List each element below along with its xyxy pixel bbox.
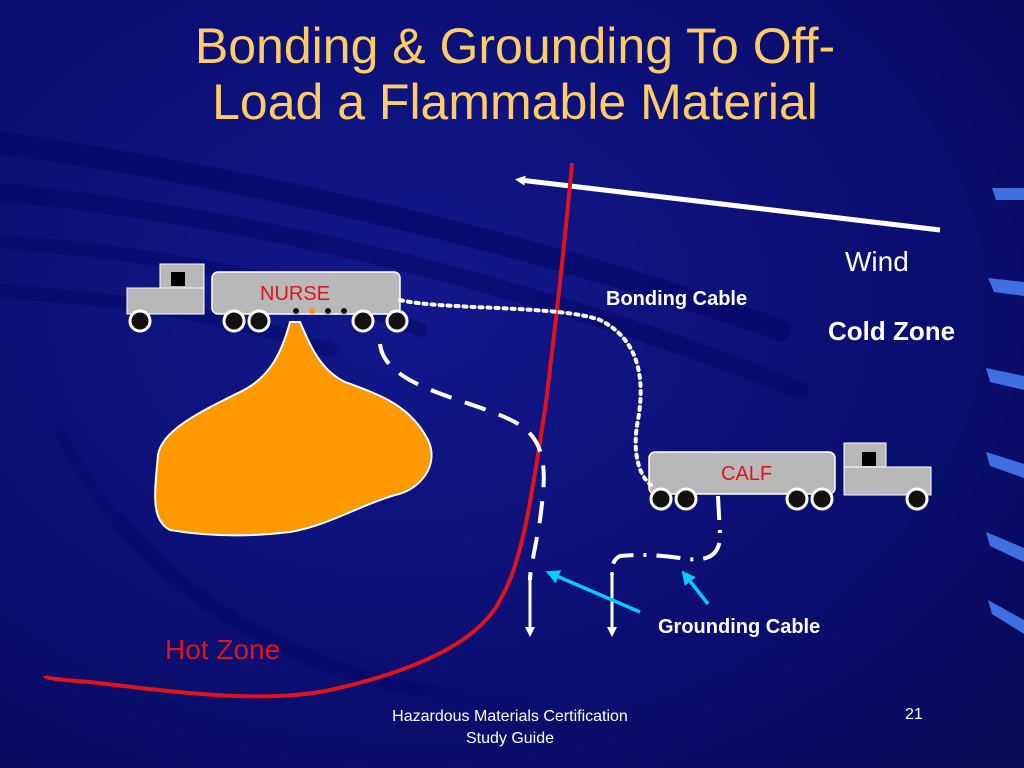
nurse-valve-dot <box>325 308 331 314</box>
nurse-wheel <box>385 309 409 333</box>
spill-puddle <box>154 321 433 537</box>
calf-tank <box>648 451 836 495</box>
bonding-cable <box>398 298 653 487</box>
calf-wheel <box>649 487 673 511</box>
nurse-wheel <box>222 309 246 333</box>
nurse-valve-dot <box>293 308 299 314</box>
grounding-pointer-arrow <box>545 570 641 614</box>
calf-label: CALF <box>721 463 773 485</box>
bonding-cable-label: Bonding Cable <box>606 288 748 310</box>
nurse-wheel <box>247 309 271 333</box>
footer-line-1: Hazardous Materials Certification <box>392 708 628 725</box>
calf-wheel <box>905 487 929 511</box>
nurse-leak-point <box>309 308 315 314</box>
wind-label: Wind <box>845 246 909 277</box>
nurse-cab-window <box>171 272 185 286</box>
nurse-valve-dot <box>341 308 347 314</box>
calf-wheel <box>674 487 698 511</box>
nurse-grounding-cable <box>378 343 546 581</box>
calf-wheel <box>785 487 809 511</box>
nurse-truck <box>126 263 409 333</box>
calf-truck <box>648 442 932 511</box>
cold-zone-label: Cold Zone <box>828 316 956 346</box>
footer-caption: Hazardous Materials Certification Study … <box>350 706 670 750</box>
edge-tabs <box>986 188 1024 634</box>
slide-title: Bonding & Grounding To Off- Load a Flamm… <box>60 18 970 130</box>
footer-line-2: Study Guide <box>465 730 555 747</box>
nurse-wheel <box>128 309 152 333</box>
calf-cab-window <box>862 452 876 466</box>
title-line-1: Bonding & Grounding To Off- <box>194 18 836 74</box>
wind-arrow <box>515 175 941 233</box>
nurse-wheel <box>351 309 375 333</box>
grounding-pointer-arrow <box>681 570 710 606</box>
hot-zone-boundary <box>43 162 574 699</box>
nurse-label: NURSE <box>260 283 331 305</box>
calf-grounding-cable <box>610 495 723 576</box>
calf-wheel <box>810 487 834 511</box>
title-line-2: Load a Flammable Material <box>212 74 818 130</box>
page-number: 21 <box>905 706 923 723</box>
nurse-tank <box>211 271 401 315</box>
grounding-cable-label: Grounding Cable <box>658 616 821 638</box>
hot-zone-label: Hot Zone <box>165 634 281 665</box>
